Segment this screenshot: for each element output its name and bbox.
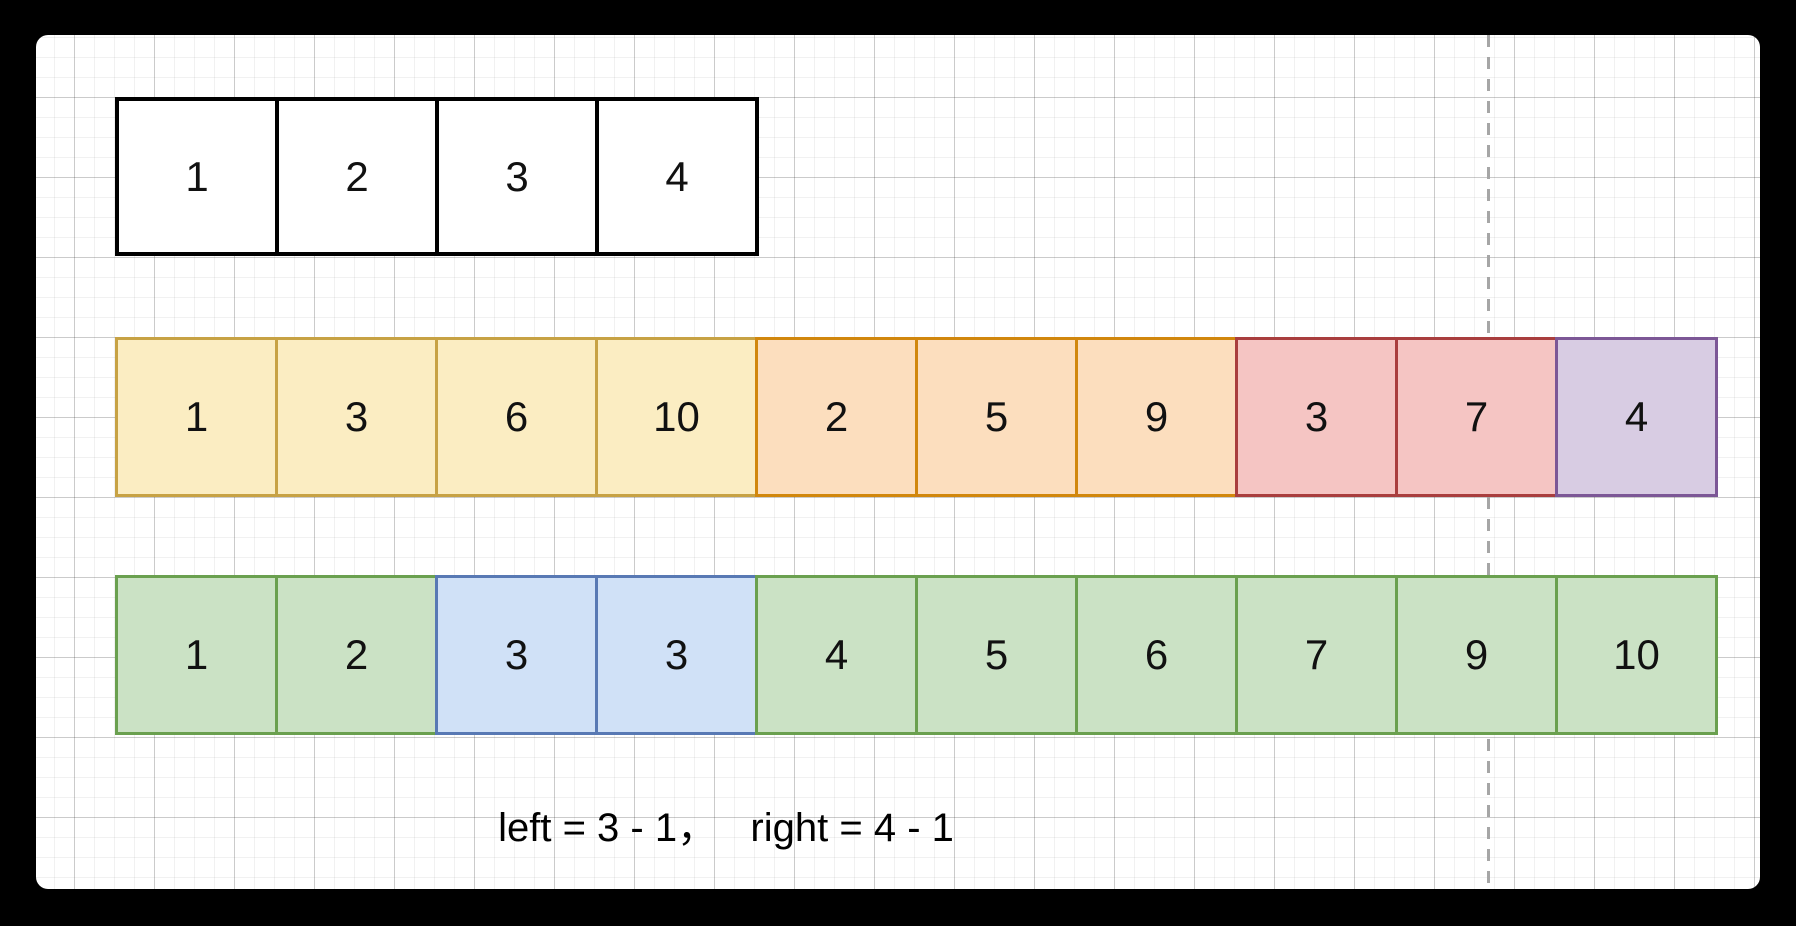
- array-cell: 2: [275, 575, 438, 735]
- array-cell: 3: [435, 97, 599, 256]
- caption-text: left = 3 - 1， right = 4 - 1: [498, 806, 954, 850]
- array-cell: 2: [275, 97, 439, 256]
- array-cell: 9: [1395, 575, 1558, 735]
- array-cell: 3: [435, 575, 598, 735]
- array-cell: 2: [755, 337, 918, 497]
- array-cell: 1: [115, 337, 278, 497]
- array-cell: 3: [1235, 337, 1398, 497]
- array-cell: 10: [595, 337, 758, 497]
- array-cell: 6: [435, 337, 598, 497]
- array-cell: 5: [915, 337, 1078, 497]
- array-cell: 3: [275, 337, 438, 497]
- array-cell: 7: [1235, 575, 1398, 735]
- array-cell: 6: [1075, 575, 1238, 735]
- array-cell: 4: [595, 97, 759, 256]
- array-cell: 9: [1075, 337, 1238, 497]
- array-cell: 4: [755, 575, 918, 735]
- array-cell: 5: [915, 575, 1078, 735]
- array-cell: 1: [115, 575, 278, 735]
- array-cell: 4: [1555, 337, 1718, 497]
- array-cell: 1: [115, 97, 279, 256]
- array-cell: 3: [595, 575, 758, 735]
- array-cell: 7: [1395, 337, 1558, 497]
- array-cell: 10: [1555, 575, 1718, 735]
